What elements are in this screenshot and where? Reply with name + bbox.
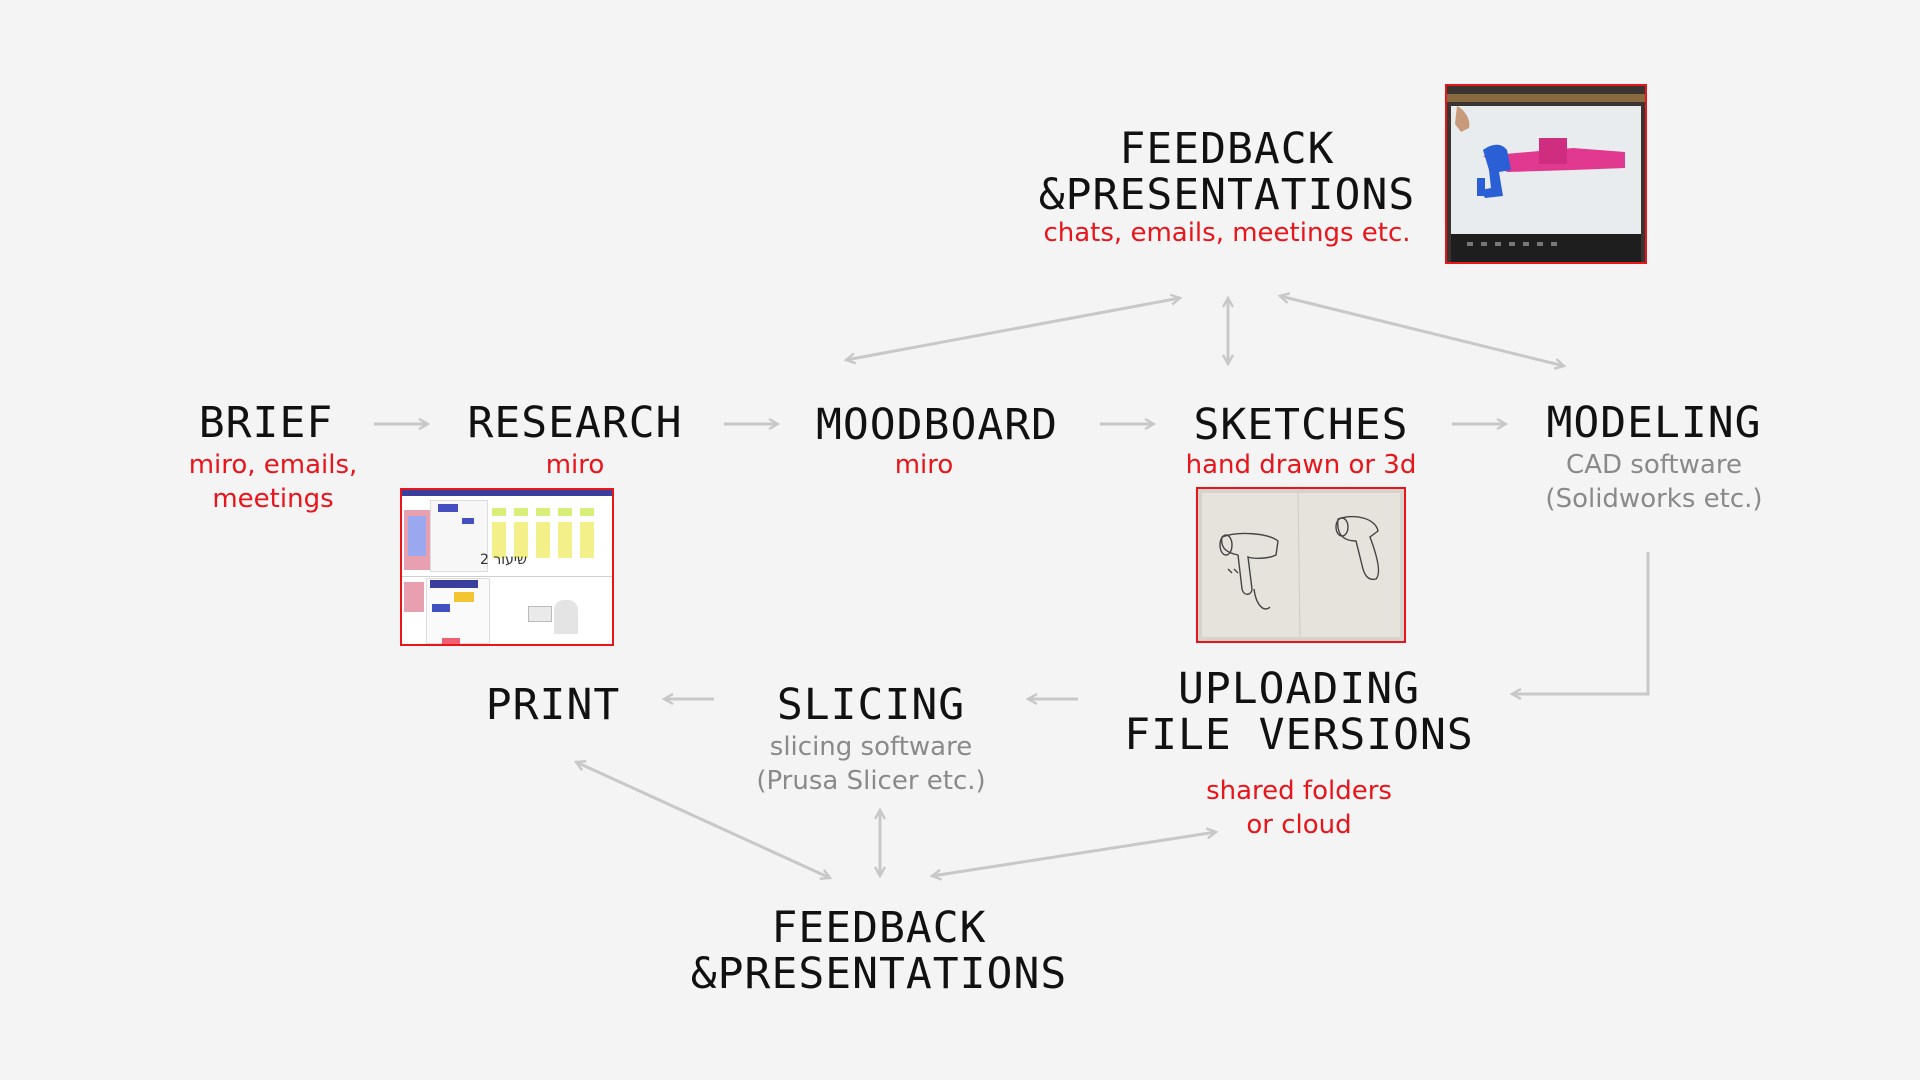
node-title: UPLOADING FILE VERSIONS — [1124, 666, 1474, 758]
node-title: MODELING — [1545, 400, 1762, 446]
node-brief-sub: miro, emails, meetings — [189, 448, 358, 516]
sketch-photo — [1196, 487, 1406, 643]
node-title: PRINT — [486, 682, 620, 728]
miro-board-thumbnail: שיעור 2 — [400, 488, 614, 646]
node-title: FEEDBACK &PRESENTATIONS — [1039, 126, 1415, 218]
arrow-modeling-uploading — [1512, 552, 1648, 694]
node-title: BRIEF — [199, 400, 333, 446]
sketch-drawing — [1198, 489, 1404, 641]
node-moodboard-sub: miro — [895, 448, 954, 482]
arrow-feedback-modeling — [1280, 296, 1564, 366]
node-uploading: UPLOADING FILE VERSIONS shared folders o… — [1124, 666, 1474, 842]
node-subtitle: miro, emails, meetings — [189, 448, 358, 516]
node-brief: BRIEF — [199, 400, 333, 446]
node-slicing: SLICING slicing software (Prusa Slicer e… — [756, 682, 985, 798]
node-title: RESEARCH — [467, 400, 682, 446]
node-feedback-top: FEEDBACK &PRESENTATIONS chats, emails, m… — [1039, 126, 1415, 250]
cad-screen — [1447, 86, 1645, 262]
node-subtitle: miro — [895, 448, 954, 482]
node-modeling: MODELING CAD software (Solidworks etc.) — [1545, 400, 1762, 516]
node-subtitle: CAD software (Solidworks etc.) — [1545, 448, 1762, 516]
cad-model-photo — [1445, 84, 1647, 264]
node-title: MOODBOARD — [816, 402, 1058, 448]
node-title: SLICING — [756, 682, 985, 728]
node-moodboard: MOODBOARD — [816, 402, 1058, 448]
arrow-feedback-moodboard — [846, 298, 1180, 360]
node-subtitle: hand drawn or 3d — [1186, 448, 1417, 482]
node-sketches: SKETCHES hand drawn or 3d — [1186, 402, 1417, 482]
node-subtitle: slicing software (Prusa Slicer etc.) — [756, 730, 985, 798]
miro-thumb-text: שיעור 2 — [480, 552, 527, 568]
node-feedback-bottom: FEEDBACK &PRESENTATIONS — [691, 905, 1067, 997]
node-title: FEEDBACK &PRESENTATIONS — [691, 905, 1067, 997]
node-research: RESEARCH miro — [467, 400, 682, 482]
node-subtitle: chats, emails, meetings etc. — [1039, 216, 1415, 250]
node-subtitle: shared folders or cloud — [1124, 774, 1474, 842]
node-print: PRINT — [486, 682, 620, 728]
node-title: SKETCHES — [1186, 402, 1417, 448]
node-subtitle: miro — [467, 448, 682, 482]
